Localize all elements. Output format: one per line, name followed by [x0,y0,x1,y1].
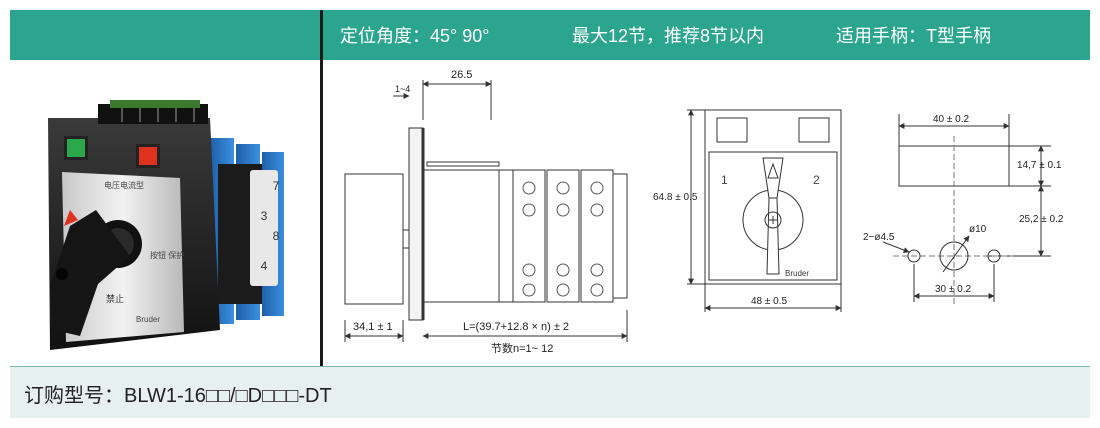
cutout-height2: 25,2 ± 0.2 [1019,214,1064,225]
cutout-view [882,114,1051,306]
dim-small: 1~4 [395,84,410,94]
side-view [344,80,628,342]
switch-modules: 3 4 7 8 [210,138,284,324]
sections-note: 节数n=1~ 12 [491,342,553,355]
protect-label: 按钮 保护 [150,250,184,260]
green-lamp [67,139,85,157]
hole-small: 2−ø4.5 [863,232,895,243]
hole-center: ø10 [969,224,987,235]
plate-label: 电压电流型 [104,180,144,190]
handle-arrow-icon [64,210,78,226]
dim-top: 26.5 [451,69,472,81]
order-code: 订购型号：BLW1-16□□/□D□□□-DT [24,385,332,407]
photo-brand: Bruder [136,315,160,324]
ring-number-3: 3 [261,209,268,223]
header-bar: 定位角度：45° 90° 最大12节，推荐8节以内 适用手柄：T型手柄 [322,10,1090,60]
front-height: 64.8 ± 0.5 [653,192,698,203]
product-photo: 3 4 7 8 电压电流型 按钮 保护 禁止 Bruder [10,60,320,366]
header-left-band [10,10,322,60]
red-lamp [139,147,157,165]
t-handle [50,210,130,336]
dim-length: L=(39.7+12.8 × n) ± 2 [463,321,569,333]
handle-type-text: 适用手柄：T型手柄 [836,26,991,46]
cutout-width: 40 ± 0.2 [933,114,970,125]
technical-drawings: 26.5 1~4 34,1 ± 1 L=(39.7+12.8 × n) ± 2 … [323,60,1090,366]
front-brand: Bruder [785,269,809,278]
max-sections-text: 最大12节，推荐8节以内 [572,26,765,46]
ring-number-7: 7 [273,179,280,193]
hole-spacing: 30 ± 0.2 [935,284,972,295]
cutout-height1: 14,7 ± 0.1 [1017,160,1062,171]
forbid-label: 禁止 [106,293,124,304]
vertical-divider [320,10,323,366]
front-view [687,109,842,312]
footer-bar: 订购型号：BLW1-16□□/□D□□□-DT [10,367,1090,418]
position-2: 2 [813,173,820,187]
front-width: 48 ± 0.5 [751,296,788,307]
top-terminal [98,104,208,124]
ring-number-8: 8 [273,229,280,243]
position-1: 1 [721,173,728,187]
ring-number-4: 4 [261,259,268,273]
horizontal-divider [10,366,1090,367]
positioning-angle-text: 定位角度：45° 90° [340,26,490,46]
dim-left: 34,1 ± 1 [353,321,393,333]
